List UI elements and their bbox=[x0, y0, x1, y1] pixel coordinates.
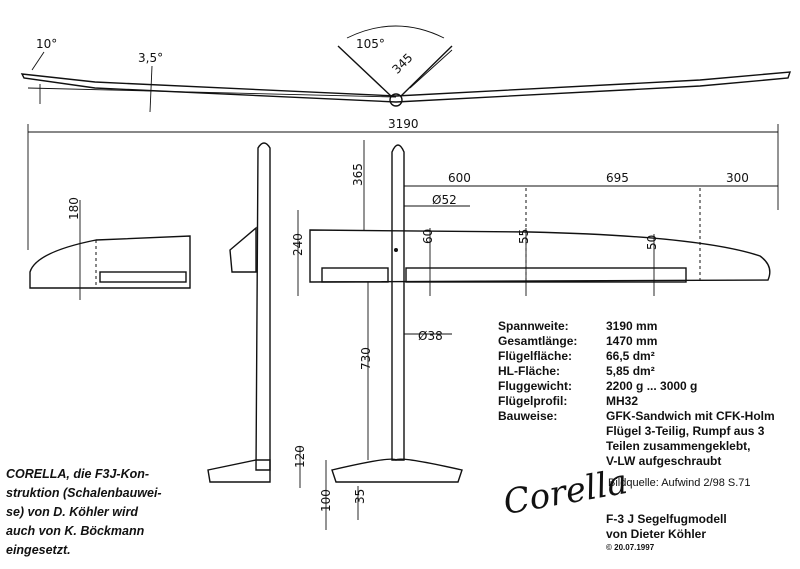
boom-dia-label: Ø52 bbox=[432, 193, 457, 207]
front-view-vtail bbox=[337, 45, 453, 97]
spec-value: 5,85 dm² bbox=[606, 364, 655, 378]
panel-outer-label: 695 bbox=[606, 171, 629, 185]
top-flap-right bbox=[405, 267, 687, 283]
wing-tip-profile bbox=[29, 235, 191, 289]
spec-continuation: V-LW aufgeschraubt bbox=[606, 454, 721, 468]
spec-value: 2200 g ... 3000 g bbox=[606, 379, 697, 393]
chord-55-label: 55 bbox=[517, 229, 531, 244]
span-label: 3190 bbox=[388, 117, 419, 131]
side-fuselage bbox=[255, 142, 271, 471]
vtail-span-label: 345 bbox=[389, 51, 415, 77]
span-dimension: 3190 bbox=[27, 117, 779, 250]
spec-label: Flügelfläche: bbox=[498, 349, 572, 363]
spec-label: Bauweise: bbox=[498, 409, 557, 423]
dihedral-tip-label: 10° bbox=[36, 37, 57, 51]
dihedral-mid-leader bbox=[149, 65, 153, 113]
spec-label: Gesamtlänge: bbox=[498, 334, 577, 348]
tail-root-label: 100 bbox=[319, 489, 333, 512]
dihedral-tip-leader bbox=[31, 51, 45, 71]
top-flap-left bbox=[321, 267, 389, 283]
front-view-reference-line bbox=[27, 87, 397, 98]
tail-length-label: 730 bbox=[359, 347, 373, 370]
chord-60-label: 60 bbox=[421, 229, 435, 244]
spec-value: GFK-Sandwich mit CFK-Holm bbox=[606, 409, 775, 423]
top-fuselage bbox=[391, 144, 405, 461]
chord-50-label: 50 bbox=[645, 235, 659, 250]
spec-value: MH32 bbox=[606, 394, 638, 408]
front-view-fuselage bbox=[389, 93, 403, 107]
tail-dia-label: Ø38 bbox=[418, 329, 443, 343]
image-source: Bildquelle: Aufwind 2/98 S.71 bbox=[608, 477, 751, 489]
caption: CORELLA, die F3J-Kon- struktion (Schalen… bbox=[6, 467, 162, 557]
caption-line: eingesetzt. bbox=[6, 543, 71, 557]
spec-value: 1470 mm bbox=[606, 334, 657, 348]
panel-tip-label: 300 bbox=[726, 171, 749, 185]
root-chord-label: 240 bbox=[291, 233, 305, 256]
caption-line: CORELLA, die F3J-Kon- bbox=[6, 467, 149, 481]
spec-label: Spannweite: bbox=[498, 319, 569, 333]
vtail-angle-label: 105° bbox=[356, 37, 385, 51]
side-stabilizer bbox=[207, 459, 271, 483]
spec-table: Spannweite: 3190 mm Gesamtlänge: 1470 mm… bbox=[498, 319, 775, 468]
model-title: F-3 J Segelfugmodell bbox=[606, 512, 727, 526]
spec-label: Flügelprofil: bbox=[498, 394, 567, 408]
nose-length-label: 365 bbox=[351, 163, 365, 186]
front-view-wing bbox=[20, 71, 792, 103]
spec-value: 66,5 dm² bbox=[606, 349, 655, 363]
spec-label: HL-Fläche: bbox=[498, 364, 560, 378]
vtail-span-line bbox=[409, 49, 453, 89]
panel-inner-label: 600 bbox=[448, 171, 471, 185]
top-wing bbox=[309, 229, 771, 283]
caption-line: se) von D. Köhler wird bbox=[6, 505, 138, 519]
tail-chord-label: 120 bbox=[293, 445, 307, 468]
caption-line: struktion (Schalenbauwei- bbox=[6, 486, 162, 500]
spec-continuation: Flügel 3-Teilig, Rumpf aus 3 bbox=[606, 424, 765, 438]
wing-aileron bbox=[99, 271, 187, 283]
front-view: 105° 345 10° 3,5° bbox=[20, 25, 792, 113]
spec-continuation: Teilen zusammengeklebt, bbox=[606, 439, 751, 453]
spec-value: 3190 mm bbox=[606, 319, 657, 333]
vtail-angle-arc bbox=[346, 25, 445, 39]
top-stabilizer bbox=[331, 458, 463, 483]
tip-chord-label: 180 bbox=[67, 197, 81, 220]
top-view: 365 600 695 300 Ø52 240 60 55 50 730 Ø38… bbox=[291, 140, 778, 530]
cg-mark bbox=[394, 248, 398, 252]
dihedral-mid-label: 3,5° bbox=[138, 51, 163, 65]
side-view: 180 bbox=[29, 142, 271, 483]
model-date: © 20.07.1997 bbox=[606, 543, 655, 552]
spec-label: Fluggewicht: bbox=[498, 379, 572, 393]
model-author: von Dieter Köhler bbox=[606, 527, 706, 541]
caption-line: auch von K. Böckmann bbox=[6, 524, 145, 538]
tail-35-label: 35 bbox=[353, 489, 367, 504]
side-fuselage-pylon bbox=[229, 226, 257, 273]
